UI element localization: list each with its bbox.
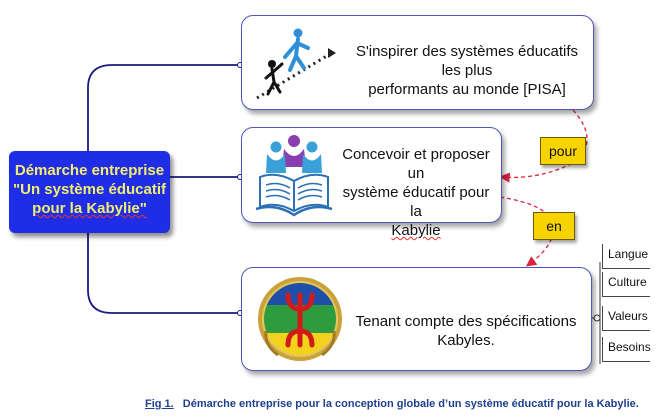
branch-line-bottom bbox=[87, 233, 240, 314]
spec-tag-langue[interactable]: Langue bbox=[602, 244, 650, 269]
specs-bracket bbox=[592, 262, 601, 364]
node-top-line-1: S'inspirer des systèmes éducatifs les pl… bbox=[355, 43, 579, 79]
spec-tag-besoins[interactable]: Besoins bbox=[602, 337, 651, 362]
central-topic[interactable]: Démarche entreprise "Un système éducatif… bbox=[9, 151, 170, 233]
node-middle-line-2: système éducatif pour la bbox=[342, 184, 490, 220]
node-bottom[interactable]: Tenant compte des spécifications Kabyles… bbox=[241, 267, 592, 371]
connector-en[interactable]: en bbox=[533, 212, 575, 240]
figure-caption-text: Démarche entreprise pour la conception g… bbox=[182, 398, 639, 410]
branch-line-top bbox=[87, 64, 240, 151]
figure-caption: Fig 1. Démarche entreprise pour la conce… bbox=[145, 398, 663, 410]
spec-tag-label: Culture bbox=[608, 275, 647, 289]
figure-number: Fig 1. bbox=[145, 398, 174, 410]
connector-pour-label: pour bbox=[548, 143, 578, 159]
people-on-book-icon bbox=[255, 135, 333, 217]
node-top-line-2: performants au monde [PISA] bbox=[368, 81, 566, 98]
central-topic-line-3: pour la Kabylie" bbox=[32, 200, 147, 217]
spec-tag-culture[interactable]: Culture bbox=[602, 272, 650, 297]
central-topic-line-2: "Un système éducatif bbox=[13, 181, 166, 198]
node-middle-line-3: Kabylie bbox=[391, 222, 441, 239]
central-topic-line-1: Démarche entreprise bbox=[14, 162, 165, 179]
spec-tag-label: Besoins bbox=[608, 340, 651, 354]
connector-pour[interactable]: pour bbox=[540, 137, 586, 165]
climbing-people-icon bbox=[256, 28, 336, 100]
connector-en-label: en bbox=[546, 218, 562, 234]
node-top[interactable]: S'inspirer des systèmes éducatifs les pl… bbox=[241, 15, 594, 110]
node-middle-line-1: Concevoir et proposer un bbox=[342, 146, 490, 182]
node-middle[interactable]: Concevoir et proposer un système éducati… bbox=[241, 127, 502, 239]
node-bottom-text: Tenant compte des spécifications Kabyles… bbox=[355, 313, 577, 349]
amazigh-flag-emblem-icon bbox=[258, 277, 342, 361]
spec-tag-label: Langue bbox=[608, 247, 649, 261]
spec-tag-label: Valeurs bbox=[608, 309, 648, 323]
spec-tag-valeurs[interactable]: Valeurs bbox=[602, 306, 650, 331]
